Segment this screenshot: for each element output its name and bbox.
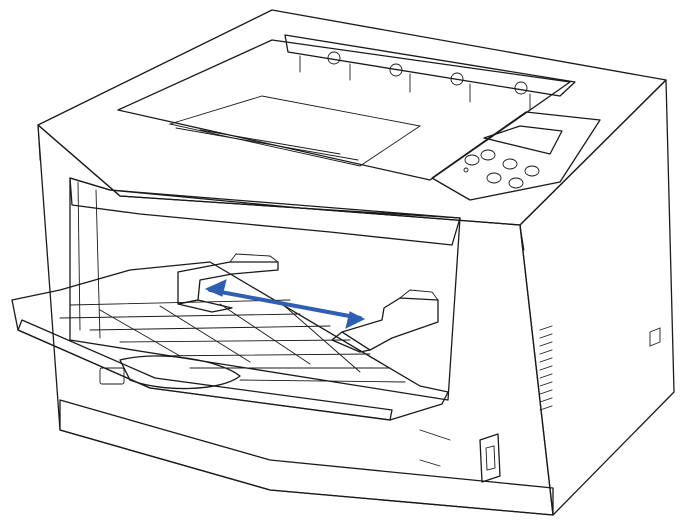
printer-front-face [37, 124, 554, 516]
roller-icon [514, 81, 528, 95]
paper-width-guide-right [331, 289, 439, 353]
panel-button [480, 149, 496, 161]
output-tray [117, 39, 571, 181]
panel-button [486, 172, 502, 184]
roller-icon [327, 51, 341, 65]
exit-rollers [299, 51, 531, 111]
lcd-display [483, 125, 563, 155]
printer-base [59, 399, 554, 516]
panel-button [464, 154, 480, 166]
tray-latch [99, 367, 125, 385]
exit-slot [284, 34, 576, 97]
roller-icon [389, 63, 403, 77]
tray-handle [119, 355, 241, 390]
panel-button [502, 158, 518, 170]
tray-ribs [59, 299, 406, 383]
control-panel-icon [431, 111, 601, 201]
side-vents [539, 325, 553, 411]
power-switch-icon [479, 433, 501, 483]
panel-button [524, 165, 540, 177]
feeder-upper-lip [69, 177, 461, 246]
panel-button [508, 177, 524, 189]
printer-right-side [519, 79, 675, 516]
roller-icon [450, 72, 464, 86]
output-tray-inner [168, 95, 422, 167]
tray-front-edge [17, 319, 393, 421]
paper-width-guide-left [177, 253, 279, 313]
double-arrow-icon [204, 279, 366, 329]
output-tray-bin-floor [175, 127, 359, 161]
